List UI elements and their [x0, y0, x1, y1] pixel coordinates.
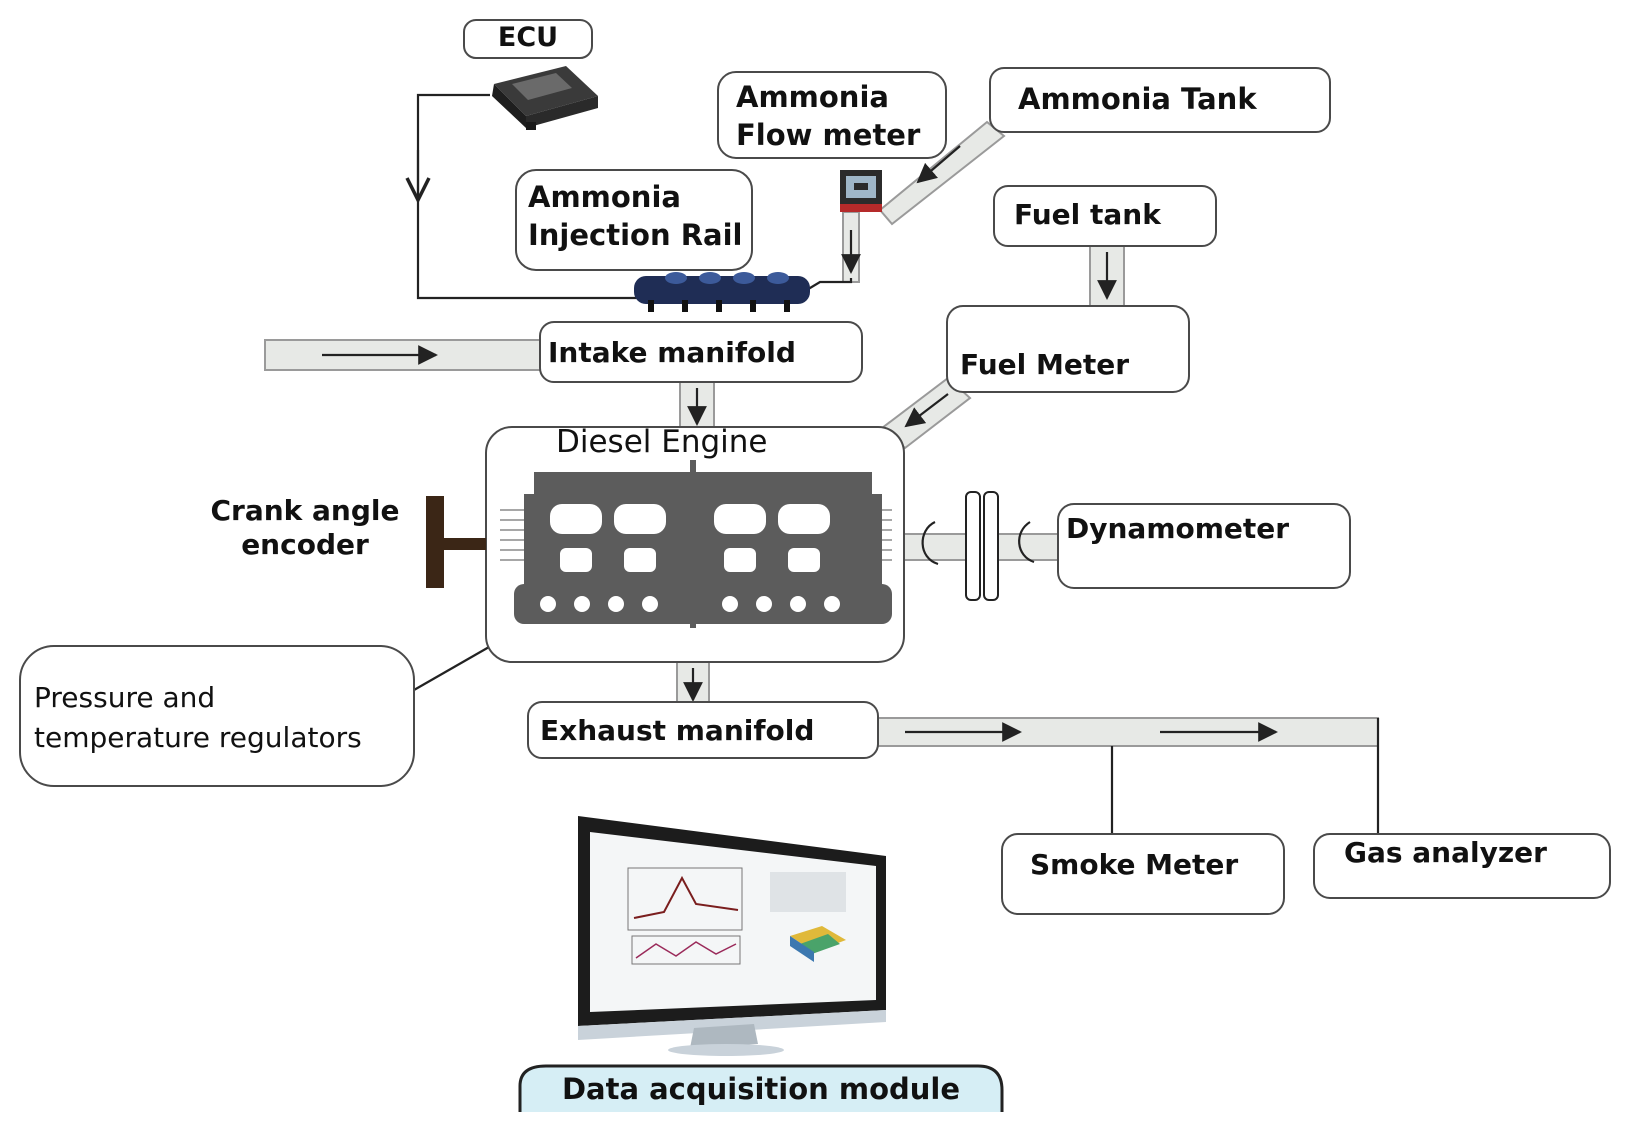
- fuel-tank-box: [993, 185, 1217, 247]
- ammonia-flow-meter-label-line2: Flow meter: [736, 118, 921, 152]
- crank-angle-encoder-label: Crank angle encoder: [180, 494, 430, 562]
- flow-meter-device-icon: [840, 170, 882, 212]
- ammonia-flow-meter-label: Ammonia Flow meter: [736, 78, 920, 154]
- smoke-meter-label: Smoke Meter: [1030, 848, 1239, 881]
- pressure-temperature-regulators-label: Pressure and temperature regulators: [34, 678, 362, 758]
- dyno-shaft-right: [995, 533, 1059, 561]
- injection-rail-icon: [634, 272, 810, 312]
- dyno-shaft-left: [903, 533, 973, 561]
- gas-analyzer-label: Gas analyzer: [1344, 836, 1547, 869]
- regulators-label-line1: Pressure and: [34, 681, 216, 714]
- box-outlines: [19, 19, 1611, 915]
- ammonia-tank-label: Ammonia Tank: [1018, 82, 1257, 116]
- ammonia-tank-arrow: [916, 145, 961, 184]
- ammonia-injection-rail-label-line2: Injection Rail: [528, 218, 743, 252]
- crank-angle-encoder-label-line2: encoder: [241, 528, 369, 561]
- shaft-coupling-icon: [965, 491, 999, 601]
- ammonia-flow-meter-label-line1: Ammonia: [736, 80, 889, 114]
- rotation-arrow-right: [1018, 521, 1035, 564]
- connectors: [322, 93, 1380, 838]
- regulator-leader: [413, 642, 497, 691]
- rotation-arrow-left: [921, 521, 939, 566]
- fuel-meter-label: Fuel Meter: [960, 348, 1130, 381]
- crank-angle-encoder-label-line1: Crank angle: [210, 494, 400, 527]
- gas-analyzer-box: [1313, 833, 1611, 899]
- fuel-meter-box: [946, 305, 1190, 393]
- fuel-tank-label: Fuel tank: [1014, 198, 1161, 231]
- ecu-box: [463, 19, 593, 59]
- regulators-box: [19, 645, 415, 787]
- data-acquisition-plate: [518, 1064, 1004, 1112]
- fuel-meter-arrow: [904, 393, 949, 428]
- exhaust-manifold-box: [527, 701, 879, 759]
- ammonia-injection-rail-box: [515, 169, 753, 271]
- diesel-engine-label: Diesel Engine: [556, 424, 768, 460]
- dynamometer-label: Dynamometer: [1066, 512, 1290, 545]
- intake-manifold-box: [539, 321, 863, 383]
- regulators-label-line2: temperature regulators: [34, 721, 362, 754]
- ammonia-flow-meter-box: [717, 71, 947, 159]
- data-acquisition-module-label: Data acquisition module: [561, 1072, 961, 1106]
- ammonia-tank-box: [989, 67, 1331, 133]
- ecu-label: ECU: [497, 22, 559, 53]
- ammonia-injection-rail-label: Ammonia Injection Rail: [528, 178, 742, 254]
- dynamometer-box: [1057, 503, 1351, 589]
- ammonia-injection-rail-label-line1: Ammonia: [528, 180, 681, 214]
- exhaust-manifold-label: Exhaust manifold: [540, 714, 815, 747]
- intake-manifold-label: Intake manifold: [548, 336, 796, 369]
- smoke-meter-box: [1001, 833, 1285, 915]
- engine-block-icon: [500, 460, 892, 628]
- computer-monitor-icon: [578, 816, 886, 1056]
- ecu-unit-icon: [492, 66, 598, 130]
- crank-encoder-bracket-icon: [426, 496, 486, 588]
